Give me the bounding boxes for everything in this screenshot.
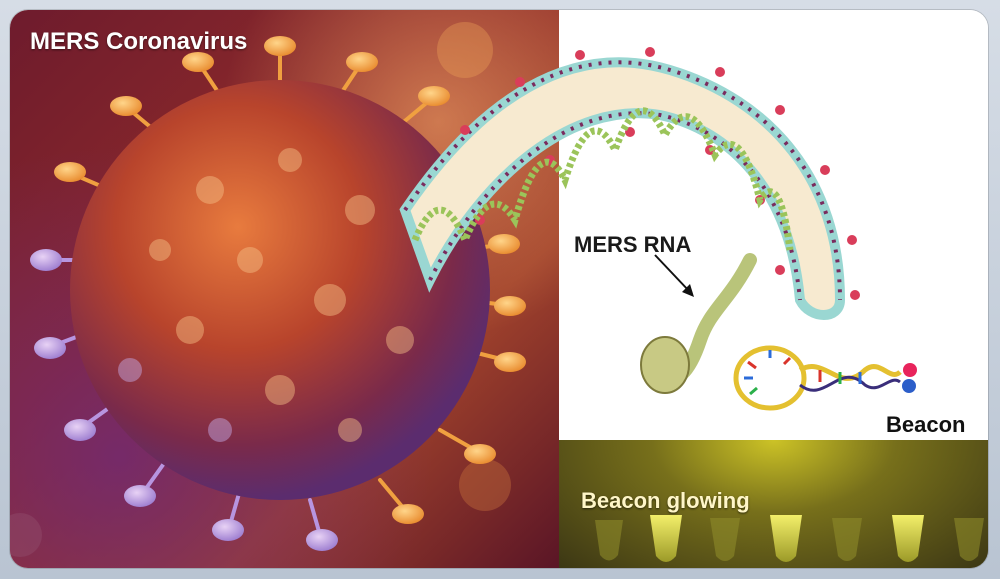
arrow-head bbox=[682, 284, 694, 297]
rna-pointer-arrow bbox=[654, 254, 691, 293]
beacon-label: Beacon bbox=[886, 412, 966, 437]
blur-particle bbox=[437, 22, 493, 78]
blur-particle bbox=[10, 513, 42, 557]
figure-card: MERS Coronavirus MERS RNA Beacon Beacon … bbox=[10, 10, 988, 568]
virus-label: MERS Coronavirus bbox=[30, 28, 248, 55]
illustration bbox=[10, 22, 984, 562]
blur-particle bbox=[459, 459, 511, 511]
fluorophore bbox=[903, 363, 917, 377]
rna-coil bbox=[640, 336, 690, 394]
molecular-beacon bbox=[733, 345, 917, 411]
virus-particle bbox=[70, 80, 490, 500]
glowing-tubes bbox=[595, 515, 984, 562]
surface-bumps bbox=[118, 148, 414, 442]
rna-label: MERS RNA bbox=[574, 232, 692, 257]
quencher bbox=[902, 379, 916, 393]
beacon-glowing-label: Beacon glowing bbox=[581, 488, 750, 513]
viral-envelope bbox=[399, 57, 846, 320]
